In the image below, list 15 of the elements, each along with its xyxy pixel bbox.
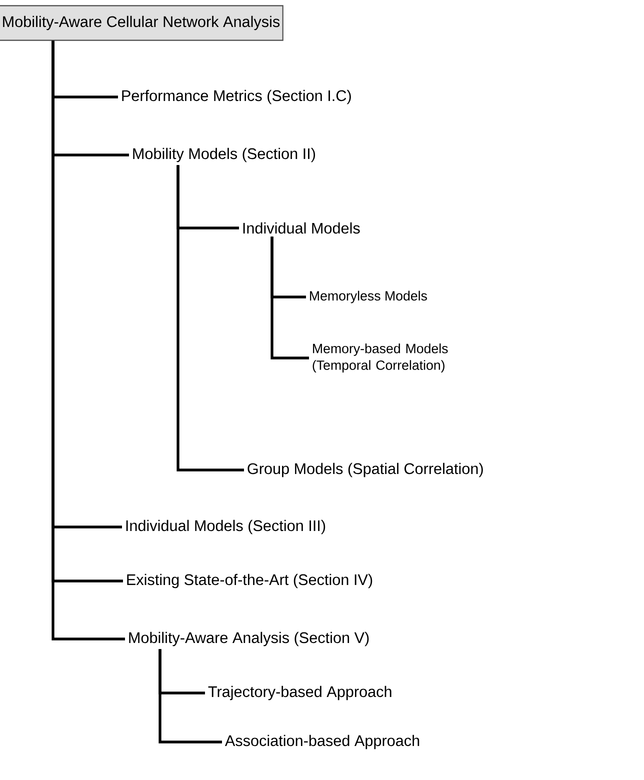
title-box: Mobility-Aware Cellular Network Analysis	[0, 5, 284, 41]
tree-label: Group Models (Spatial Correlation)	[248, 462, 483, 478]
tree-label: Trajectory-based Approach	[208, 686, 392, 700]
tree-label: Mobility Models (Section II)	[133, 148, 316, 162]
tree-label: Existing State-of-the-Art (Section IV)	[127, 574, 372, 588]
connector-line	[270, 236, 309, 360]
tree-label: Memory-based Models (Temporal Correlation)	[312, 343, 448, 373]
connector-line	[158, 649, 222, 744]
tree-label: Mobility-Aware Analysis (Section V)	[129, 632, 369, 646]
tree-label: Performance Metrics (Section I.C)	[122, 90, 351, 104]
tree-label: Individual Models (Section III)	[126, 520, 326, 534]
tree-label: Memoryless Models	[310, 290, 427, 304]
connector-line	[176, 165, 244, 472]
tree-label: Individual Models	[243, 222, 360, 234]
tree-label: Association-based Approach	[224, 734, 420, 750]
